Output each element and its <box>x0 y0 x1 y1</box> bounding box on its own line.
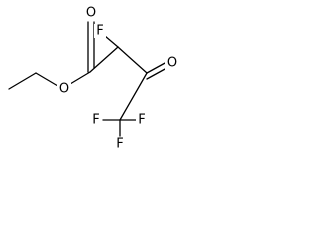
bond-c3-c4 <box>119 72 148 121</box>
bond-c1-c2 <box>89 46 119 73</box>
bond-ch2-o-ester <box>35 72 59 87</box>
atom-f-cf3-right: F <box>138 113 145 128</box>
bond-c2-c3 <box>117 46 148 74</box>
atom-o-ester: O <box>59 82 69 97</box>
bond-c2-f <box>104 35 119 48</box>
atom-f-alpha: F <box>96 24 103 39</box>
bond-c3-o-double-a <box>146 61 168 74</box>
atom-f-cf3-bottom: F <box>116 137 123 152</box>
atom-o-carbonyl: O <box>86 6 96 21</box>
bond-c3-o-double-b <box>146 67 168 80</box>
atom-o-ketone: O <box>167 56 177 71</box>
atom-f-cf3-left: F <box>92 113 99 128</box>
bond-ethyl-ch3-ch2 <box>8 72 37 90</box>
atom-labels: O O F O F F F <box>57 5 179 152</box>
bond-o-ester-c1 <box>69 71 91 85</box>
bonds <box>8 21 168 137</box>
chemical-structure-diagram: O O F O F F F <box>8 5 179 152</box>
